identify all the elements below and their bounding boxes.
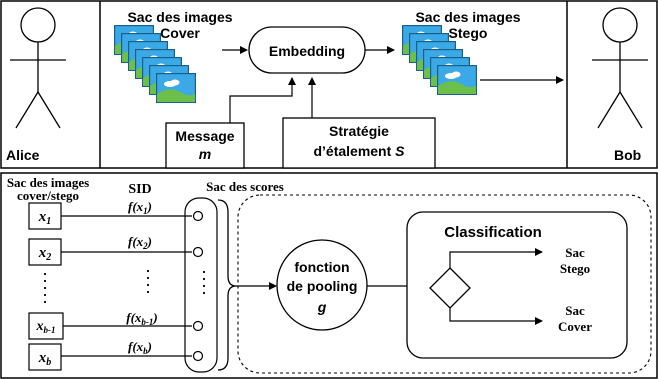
- score-node: [192, 246, 204, 258]
- pooling-label-line1: fonction: [294, 259, 349, 275]
- bag-item: xb f(xb): [28, 339, 192, 371]
- strategy-label-line2: d’étalement S: [313, 143, 405, 159]
- bag-header-line2: cover/stego: [17, 188, 79, 203]
- item-box: [28, 202, 62, 230]
- message-variable: m: [199, 146, 211, 162]
- bag-item: x2 f(x2): [28, 234, 192, 266]
- pooling-node: [276, 239, 368, 331]
- message-label: Message: [175, 128, 234, 144]
- out-stego-line1: Sac: [565, 245, 585, 260]
- scores-brace: [217, 199, 237, 371]
- out-cover-line2: Cover: [558, 319, 592, 334]
- score-node: [192, 210, 204, 222]
- cover-output-arrow: [449, 308, 543, 325]
- bob-figure-icon: [592, 7, 648, 129]
- cover-bag-label-line2: Cover: [160, 25, 200, 41]
- out-cover-line1: Sac: [565, 303, 585, 318]
- message-box: [165, 122, 245, 169]
- item-label: xb-1: [36, 319, 56, 335]
- embedding-label: Embedding: [269, 43, 345, 59]
- image-icon: [437, 65, 477, 95]
- score-label: f(xb-1): [126, 310, 158, 327]
- stego-bag-label-line2: Stego: [449, 25, 488, 41]
- stego-bag-label-line1: Sac des images: [415, 9, 520, 25]
- decision-region: [237, 194, 652, 374]
- bag-item: x1 f(x1): [28, 199, 192, 230]
- score-nodes: [192, 210, 204, 362]
- pooling-label-line2: de pooling: [287, 278, 358, 294]
- classification-title: Classification: [444, 224, 542, 241]
- item-label: x2: [38, 245, 52, 263]
- strategy-label-line1: Stratégie: [329, 123, 389, 139]
- out-stego-line2: Stego: [560, 261, 590, 276]
- ellipsis-dots: [43, 269, 206, 304]
- top-panel: Alice Bob Sac des images Cover Embedding: [0, 0, 658, 169]
- item-label: x1: [38, 209, 52, 227]
- strategy-box: [282, 117, 436, 169]
- item-label: xb: [38, 350, 52, 368]
- pooling-variable: g: [317, 299, 327, 315]
- bag-item: xb-1 f(xb-1): [28, 310, 192, 340]
- bob-label: Bob: [614, 147, 641, 163]
- sid-header: SID: [128, 182, 151, 197]
- score-label: f(x1): [128, 199, 152, 216]
- bottom-panel-frame: [0, 172, 658, 379]
- bottom-panel: Sac des images cover/stego SID Sac des s…: [0, 172, 658, 379]
- score-node: [192, 320, 204, 332]
- image-icon: [156, 73, 196, 103]
- strategy-label-prefix: d’étalement: [313, 143, 395, 159]
- scores-header: Sac des scores: [206, 179, 284, 194]
- message-to-embedding-arrow: [229, 77, 296, 123]
- item-box: [28, 312, 64, 340]
- score-label: f(x2): [128, 234, 152, 251]
- stego-output-arrow: [449, 248, 543, 268]
- scores-bag: [184, 197, 218, 373]
- score-label: f(xb): [128, 339, 152, 356]
- alice-label: Alice: [6, 147, 40, 163]
- item-box: [28, 343, 62, 371]
- bag-header-line1: Sac des images: [7, 175, 89, 190]
- score-node: [192, 350, 204, 362]
- strategy-variable: S: [395, 143, 405, 159]
- alice-figure-icon: [10, 7, 66, 129]
- cover-bag-label-line1: Sac des images: [127, 9, 232, 25]
